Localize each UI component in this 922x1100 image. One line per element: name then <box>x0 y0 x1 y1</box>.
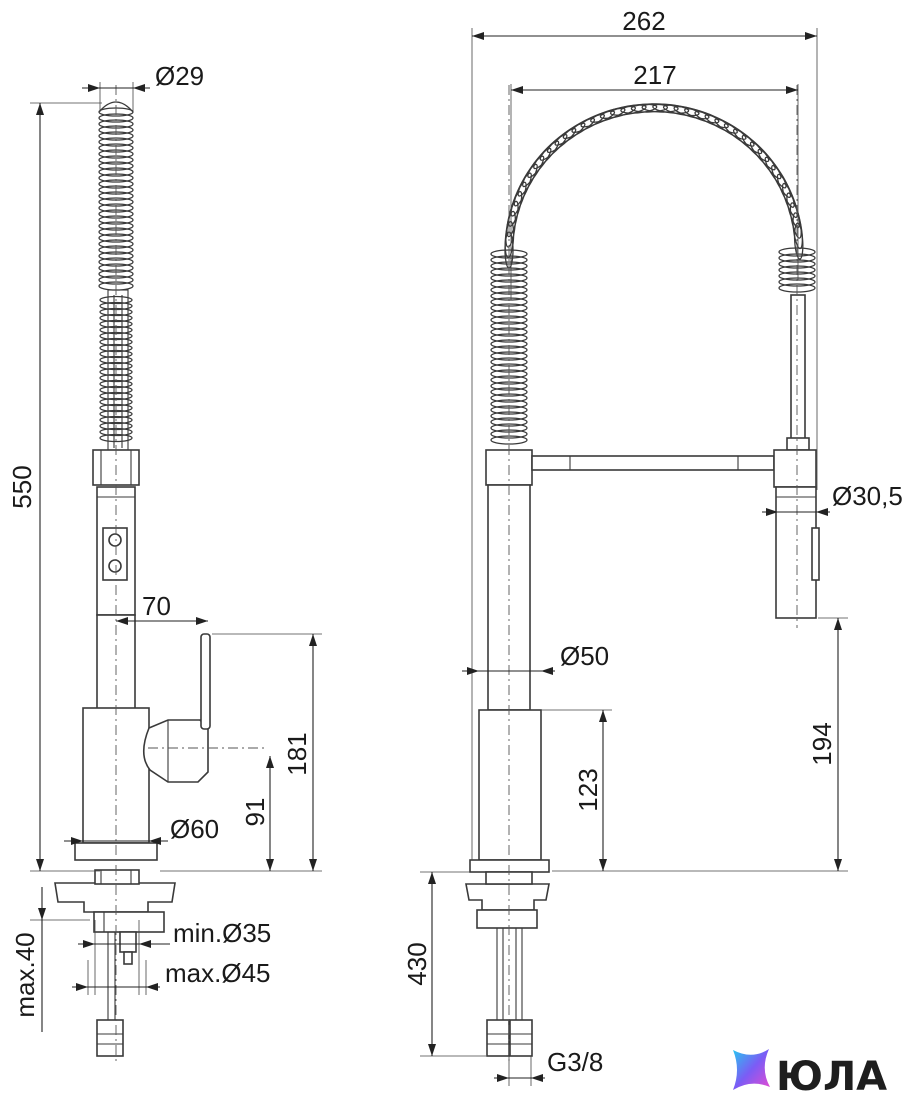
dim-connection-thread: G3/8 <box>547 1047 603 1077</box>
dim-body-height: 123 <box>573 768 603 811</box>
coil-ring <box>732 128 763 155</box>
front-body-column <box>487 484 531 711</box>
coil-ring <box>789 202 802 239</box>
dim-front-width: 262 <box>622 6 665 36</box>
dim-total-height: 550 <box>7 465 37 508</box>
dim-spout-reach: 70 <box>142 591 171 621</box>
front-hose-nut-left <box>486 1019 510 1057</box>
dim-max-deck: max.40 <box>10 932 40 1017</box>
coil-ring <box>99 295 133 305</box>
front-base-ring <box>469 859 550 873</box>
coil-ring <box>98 155 134 165</box>
dim-lever-height: 91 <box>240 798 270 827</box>
dim-coil-width: 217 <box>633 60 676 90</box>
side-view <box>54 85 268 1062</box>
coil-ring <box>490 435 528 445</box>
dim-hose-length: 430 <box>402 942 432 985</box>
dim-spray-height: 194 <box>807 722 837 765</box>
side-dimensions: Ø29 550 70 181 91 Ø60 <box>7 61 322 1032</box>
front-hose-nut-right <box>509 1019 533 1057</box>
lever-stem <box>200 633 211 730</box>
front-mixer-body <box>478 709 542 861</box>
coil-ring <box>490 255 528 265</box>
yula-logo-text: ЮЛА <box>776 1054 887 1100</box>
coil-ring <box>599 105 637 119</box>
dim-handle-height: 181 <box>282 732 312 775</box>
coil-ring <box>98 275 134 285</box>
front-view <box>465 85 820 1062</box>
coil-ring <box>546 127 577 154</box>
coil-ring <box>522 155 545 188</box>
coil-ring <box>98 215 134 225</box>
front-spray-head <box>775 486 817 619</box>
coil-ring <box>490 375 528 385</box>
coil-ring <box>652 103 690 114</box>
front-dock-collar <box>773 449 817 488</box>
dim-max-hole: max.Ø45 <box>165 958 271 988</box>
coil-ring <box>527 147 552 178</box>
coil-ring <box>99 415 133 425</box>
coil-ring <box>490 315 528 325</box>
coil-ring <box>99 355 133 365</box>
coil-cap <box>98 101 134 113</box>
coil-ring <box>539 133 568 161</box>
coil-ring <box>793 222 804 260</box>
yula-logo: ЮЛА <box>733 1049 887 1100</box>
front-dimensions: 262 217 Ø30,5 Ø50 194 123 <box>402 6 903 1086</box>
dim-side-top-diameter: Ø29 <box>155 61 204 91</box>
yula-logo-mark <box>733 1049 770 1090</box>
side-hose-nut <box>96 1019 124 1057</box>
coil-ring <box>662 104 700 117</box>
coil-ring <box>533 140 560 170</box>
side-mounting-plate <box>54 882 176 913</box>
dim-spray-diameter: Ø30,5 <box>832 481 903 511</box>
dim-min-hole: min.Ø35 <box>173 918 271 948</box>
coil-ring <box>741 134 770 163</box>
dim-base-diameter: Ø60 <box>170 814 219 844</box>
coil-ring <box>764 156 787 189</box>
front-mounting-plate <box>465 883 550 911</box>
lever-handle <box>142 719 209 783</box>
coil-ring <box>757 148 782 180</box>
front-spring-coil <box>490 103 816 445</box>
dim-body-diameter: Ø50 <box>560 641 609 671</box>
coil-ring <box>749 141 776 171</box>
